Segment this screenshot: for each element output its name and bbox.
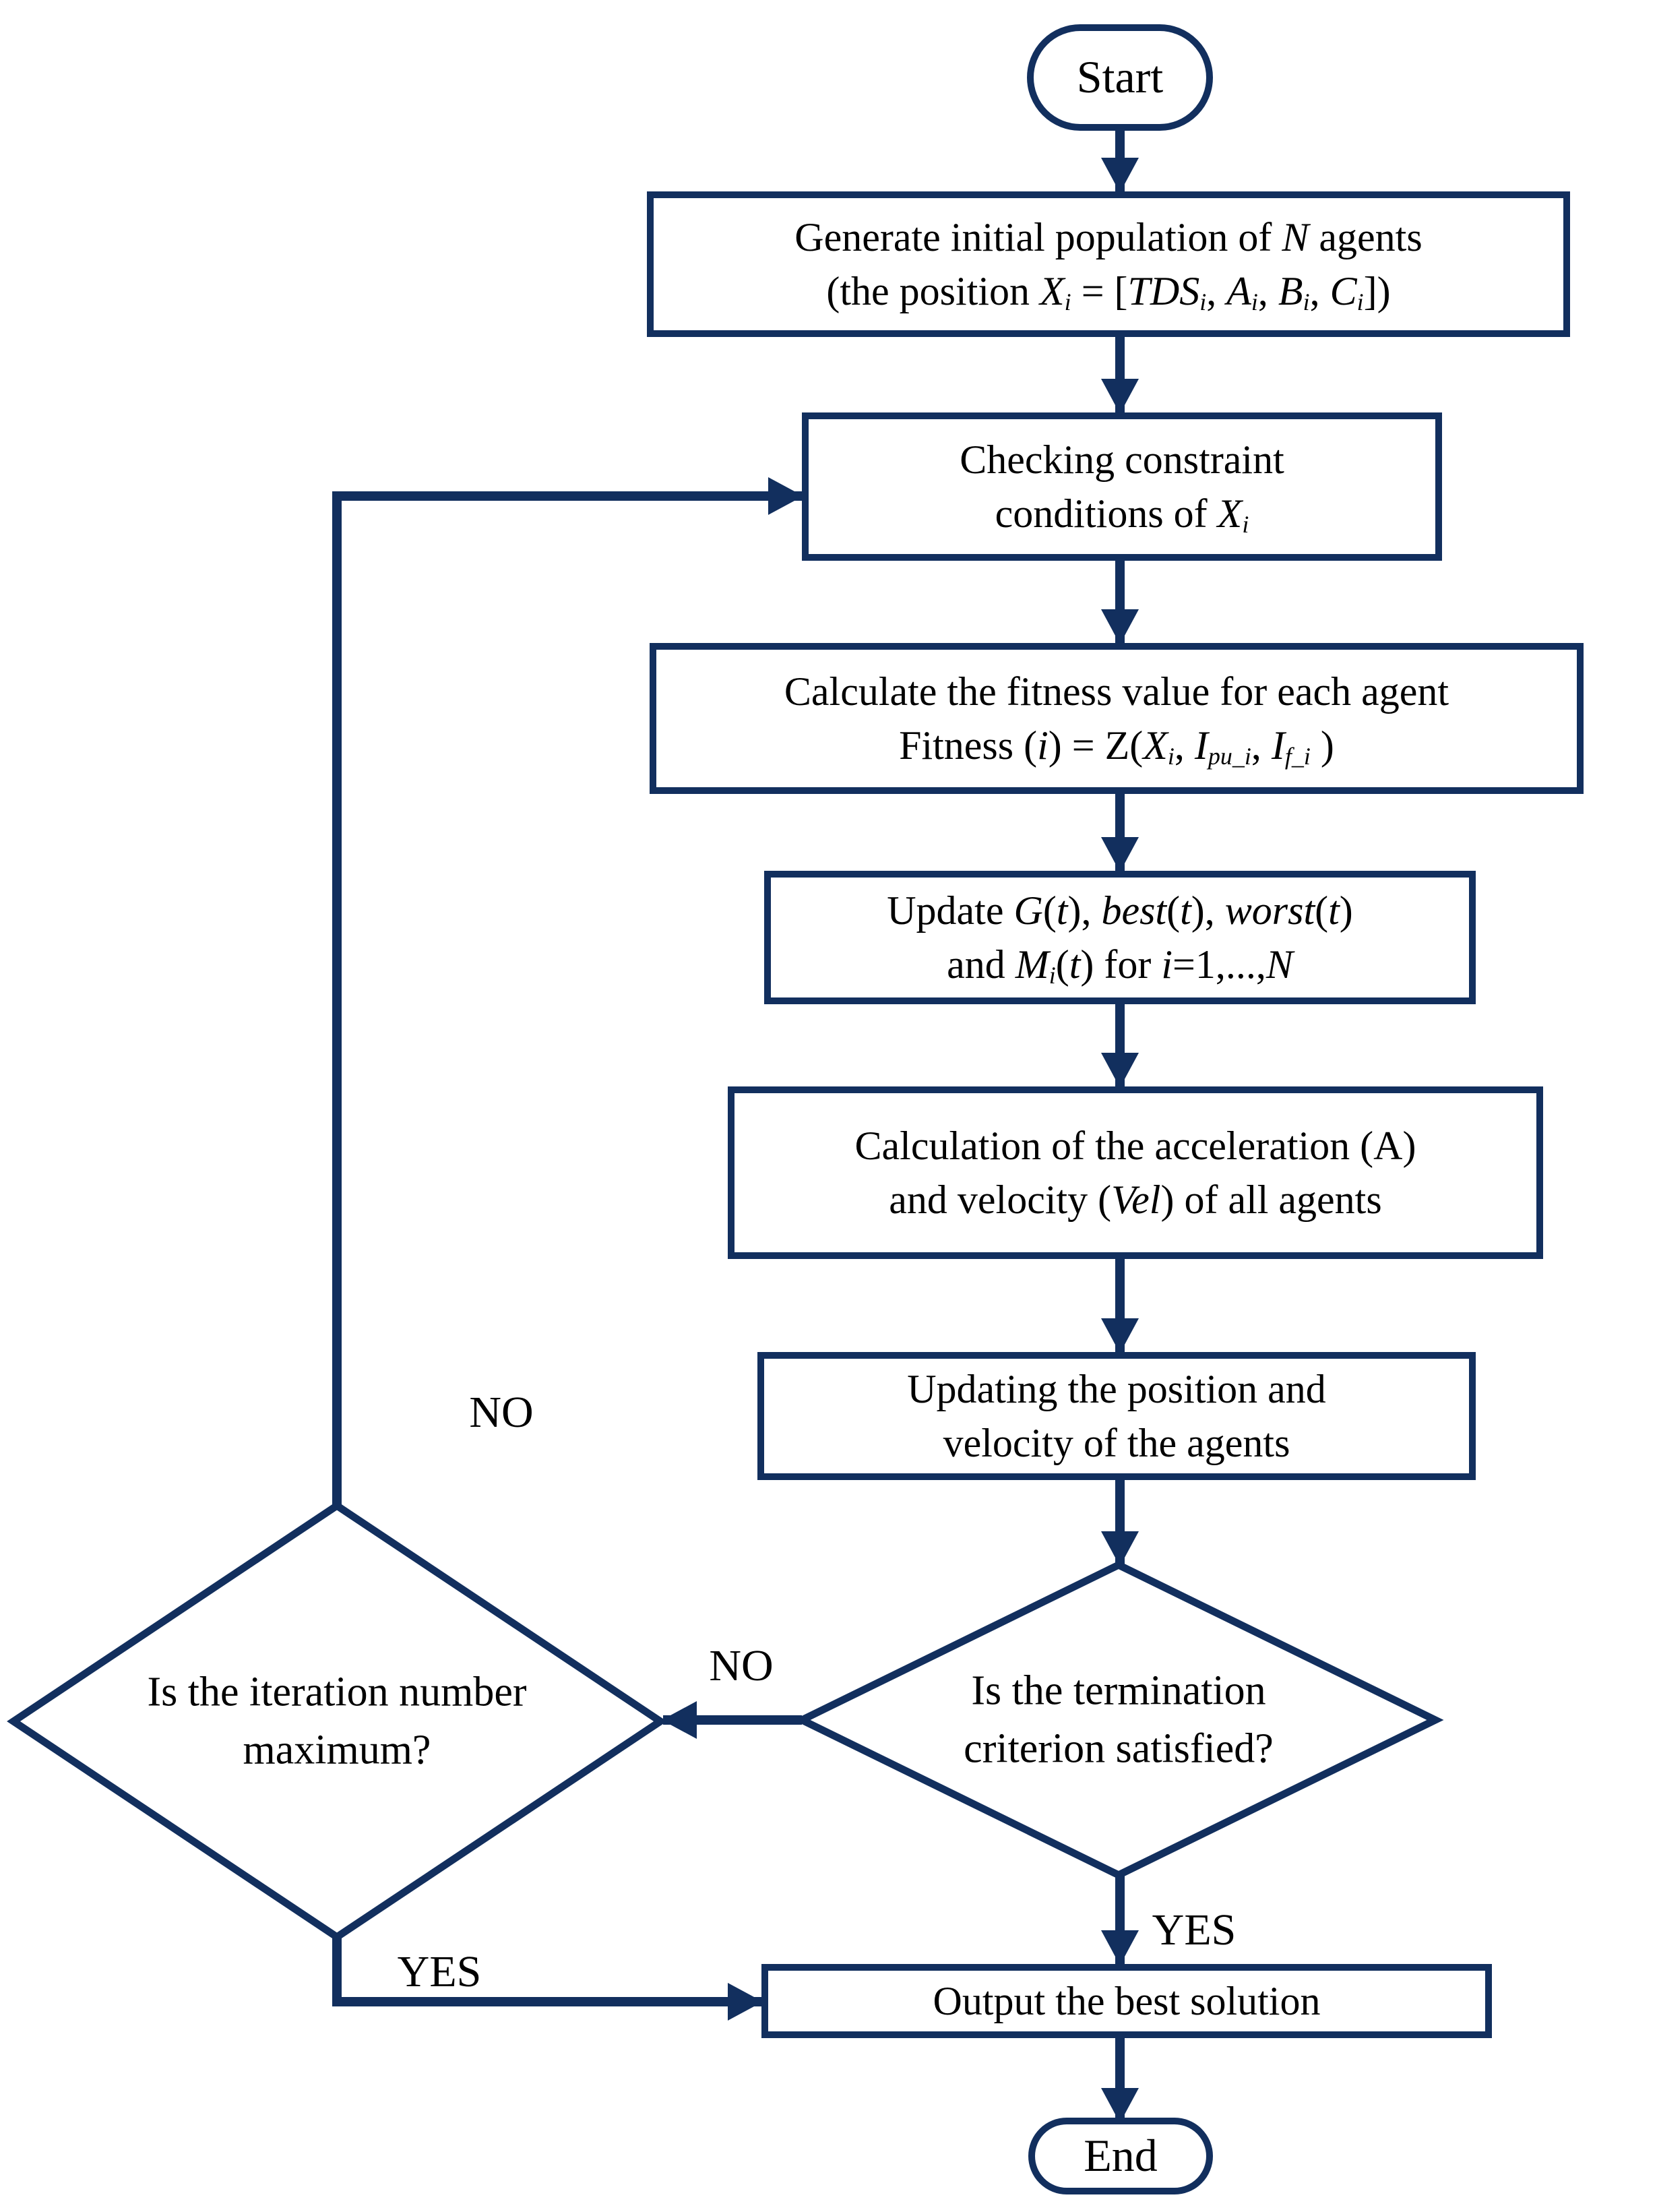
end-node: End xyxy=(1028,2118,1213,2194)
process-output-solution: Output the best solution xyxy=(761,1964,1492,2038)
process-generate-population-text: Generate initial population of N agents(… xyxy=(794,214,1422,315)
process-acceleration-velocity-text: Calculation of the acceleration (A)and v… xyxy=(854,1123,1416,1222)
arrow-iteration-no-loop-to-checking xyxy=(332,477,803,1506)
end-label: End xyxy=(1084,2130,1158,2182)
process-calculate-fitness: Calculate the fitness value for each age… xyxy=(650,643,1584,794)
edge-label-yes-loop: YES xyxy=(397,1947,482,1996)
process-calculate-fitness-text: Calculate the fitness value for each age… xyxy=(784,669,1449,770)
process-generate-population: Generate initial population of N agents(… xyxy=(647,191,1570,337)
edge-label-no-between-diamonds: NO xyxy=(709,1641,774,1690)
edge-label-yes-main: YES xyxy=(1152,1905,1237,1955)
arrow-iteration-yes-to-output xyxy=(332,1937,763,2021)
start-node: Start xyxy=(1027,24,1213,131)
process-update-gbw: Update G(t), best(t), worst(t)and Mi(t) … xyxy=(764,871,1476,1004)
start-label: Start xyxy=(1076,51,1164,103)
process-acceleration-velocity: Calculation of the acceleration (A)and v… xyxy=(728,1086,1543,1259)
process-output-solution-text: Output the best solution xyxy=(933,1978,1321,2023)
edge-label-no-loop: NO xyxy=(469,1388,534,1437)
process-update-gbw-text: Update G(t), best(t), worst(t)and Mi(t) … xyxy=(887,888,1353,989)
